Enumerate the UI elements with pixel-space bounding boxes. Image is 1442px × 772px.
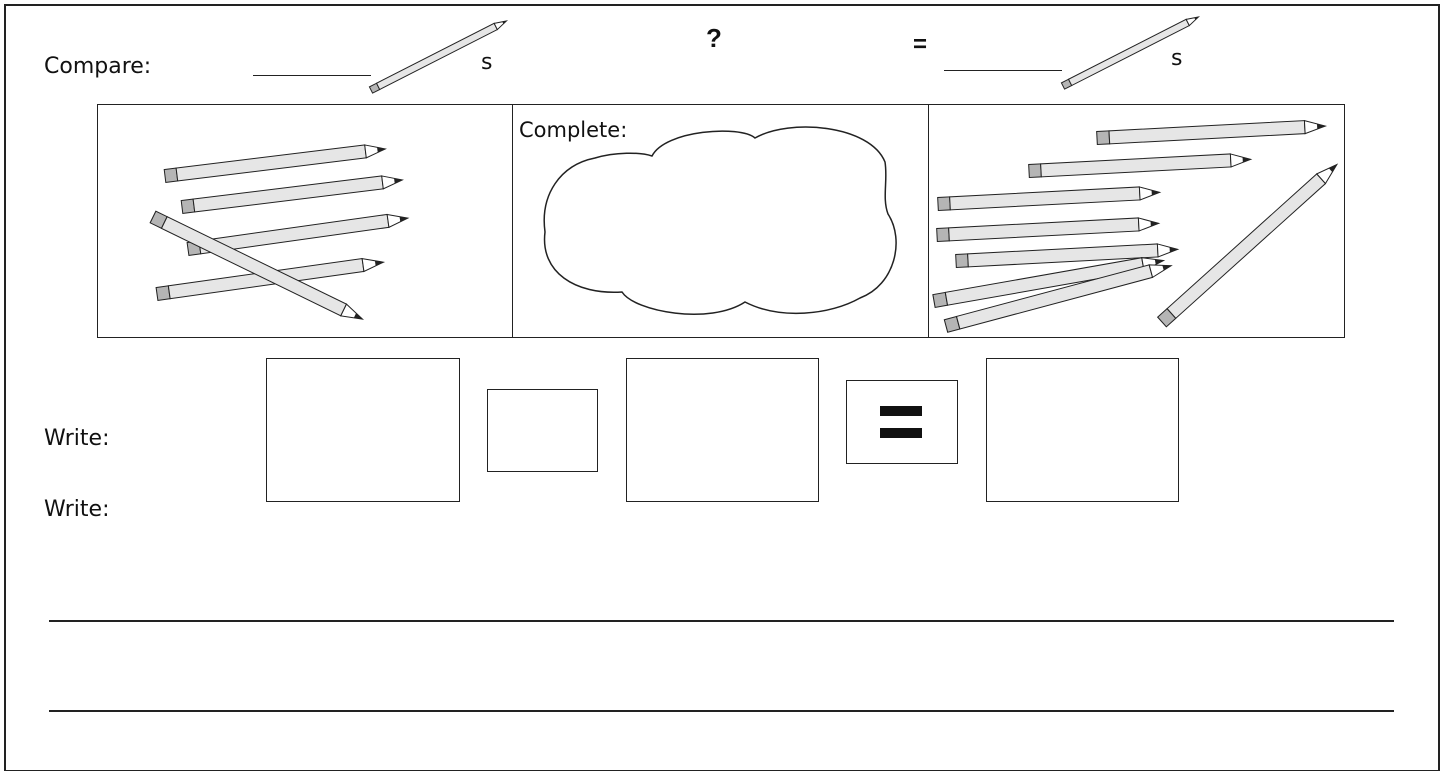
pencil-icon bbox=[1060, 16, 1201, 90]
answer-blank-left[interactable] bbox=[253, 75, 371, 76]
write-label-1: Write: bbox=[44, 426, 110, 451]
compare-label: Compare: bbox=[44, 54, 152, 79]
equals-symbol bbox=[880, 406, 922, 440]
operator-box[interactable] bbox=[487, 389, 598, 472]
writing-line-2[interactable] bbox=[49, 710, 1394, 712]
complete-label: Complete: bbox=[519, 118, 628, 142]
answer-box-2[interactable] bbox=[626, 358, 819, 502]
pencil-icon bbox=[368, 20, 509, 94]
pencil-icon bbox=[163, 141, 387, 183]
unit-label-left: s bbox=[481, 50, 493, 75]
answer-blank-right[interactable] bbox=[944, 70, 1062, 71]
pencil-icon bbox=[936, 216, 1160, 242]
write-label-2: Write: bbox=[44, 497, 110, 522]
pencil-icon bbox=[1157, 159, 1342, 328]
unit-label-right: s bbox=[1171, 46, 1183, 71]
pencil-icon bbox=[1096, 119, 1327, 146]
pencil-icon bbox=[1028, 152, 1252, 178]
answer-box-1[interactable] bbox=[266, 358, 460, 502]
cloud-shape bbox=[543, 126, 897, 315]
unknown-operator: ? bbox=[706, 23, 722, 53]
equals-box bbox=[846, 380, 958, 464]
answer-box-3[interactable] bbox=[986, 358, 1179, 502]
pencil-icon bbox=[180, 172, 404, 214]
pencil-icon bbox=[937, 185, 1161, 211]
worksheet-frame bbox=[4, 4, 1440, 771]
equals-sign-top: = bbox=[913, 31, 928, 58]
writing-line-1[interactable] bbox=[49, 620, 1394, 622]
